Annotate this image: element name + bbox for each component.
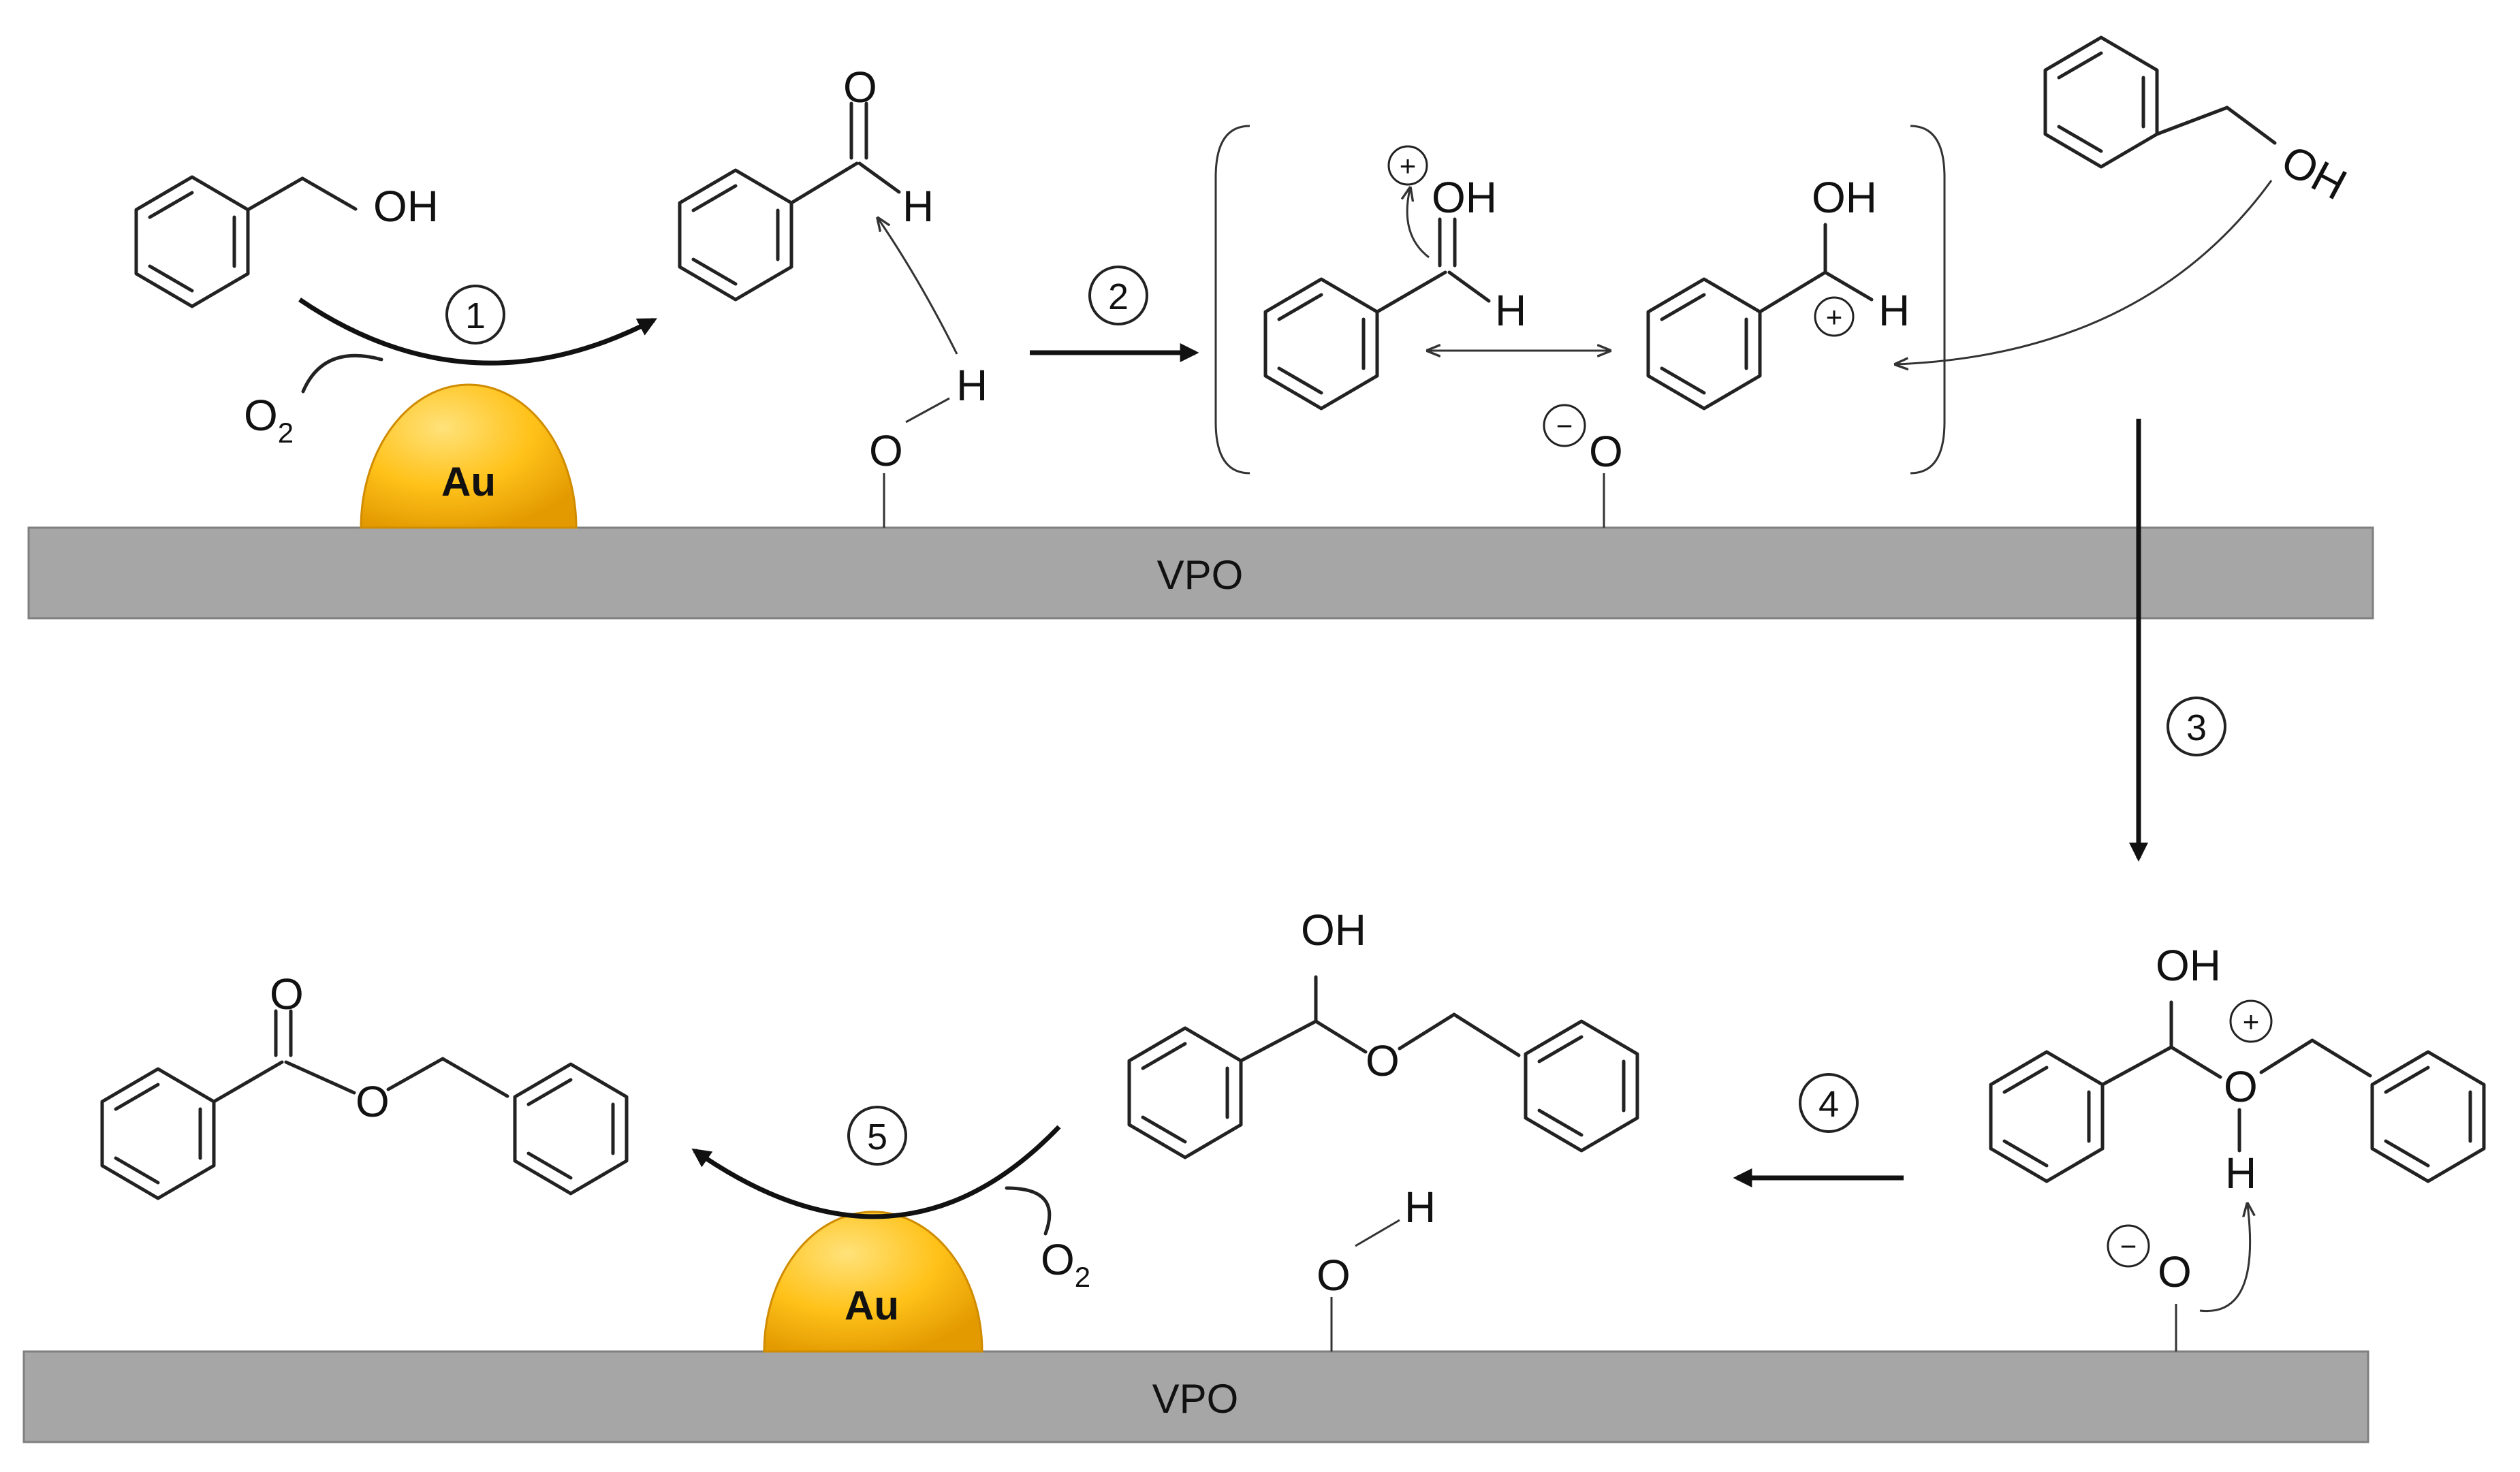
- svg-text:H: H: [2225, 1149, 2256, 1198]
- vpo-label-top: VPO: [1157, 552, 1244, 598]
- step3-number: 3: [2186, 707, 2207, 748]
- protonated-hemiacetal: OH O + H: [1991, 941, 2484, 1198]
- svg-text:+: +: [1400, 150, 1417, 182]
- svg-text:+: +: [2243, 1006, 2260, 1038]
- step2-number: 2: [1108, 276, 1129, 317]
- surface-oxide-top: O −: [1543, 404, 1623, 528]
- svg-text:H: H: [902, 182, 934, 231]
- step1-number: 1: [465, 295, 486, 336]
- protonated-benzaldehyde: OH H +: [1265, 145, 1526, 409]
- benzaldehyde: O H: [680, 63, 934, 300]
- svg-text:Au: Au: [441, 459, 496, 505]
- svg-text:O: O: [356, 1077, 390, 1126]
- svg-text:H: H: [1404, 1183, 1436, 1232]
- svg-text:O: O: [1589, 427, 1623, 476]
- svg-text:O: O: [270, 970, 304, 1019]
- svg-text:O: O: [1366, 1036, 1400, 1085]
- svg-text:O: O: [843, 63, 877, 112]
- vpo-label-bottom: VPO: [1152, 1376, 1239, 1422]
- svg-text:O: O: [2158, 1247, 2192, 1296]
- surface-hydroxyl-top: O H: [869, 219, 988, 528]
- step4-number: 4: [1818, 1084, 1839, 1125]
- svg-text:H: H: [956, 361, 988, 410]
- svg-text:OH: OH: [373, 182, 439, 231]
- svg-text:+: +: [1826, 301, 1843, 333]
- svg-text:O: O: [869, 426, 903, 475]
- step5-number: 5: [867, 1117, 887, 1157]
- step5-curved-arrow: [691, 1125, 1061, 1219]
- benzyl-benzoate: O O: [102, 970, 627, 1198]
- svg-text:−: −: [1556, 410, 1573, 442]
- svg-text:H: H: [1495, 286, 1526, 335]
- svg-text:Au: Au: [845, 1283, 899, 1328]
- svg-text:OH: OH: [1301, 906, 1366, 955]
- oxygen-bottom: O2: [1041, 1235, 1090, 1293]
- svg-text:OH: OH: [2273, 135, 2354, 210]
- vpo-support-top: [27, 526, 2374, 620]
- carbocation: OH H +: [1648, 173, 1910, 409]
- svg-text:O: O: [1317, 1251, 1351, 1300]
- benzyl-alcohol-top-right: OH: [1897, 37, 2354, 364]
- hemiacetal: OH O: [1129, 906, 1637, 1157]
- svg-text:OH: OH: [1812, 173, 1877, 222]
- svg-text:OH: OH: [1432, 173, 1497, 222]
- surface-hydroxyl-bottom: O H: [1317, 1183, 1436, 1351]
- oxygen-top: O2: [244, 391, 294, 449]
- step1-curved-arrow: [298, 298, 657, 366]
- benzyl-alcohol-top-left: OH: [136, 177, 439, 306]
- surface-oxide-bottom: O −: [2107, 1205, 2250, 1351]
- svg-text:−: −: [2120, 1230, 2137, 1262]
- bottom-panel: VPO Au 5 O2 O O: [22, 906, 2484, 1443]
- vpo-support-bottom: [22, 1350, 2369, 1443]
- svg-text:OH: OH: [2156, 941, 2221, 990]
- gold-nanoparticle-top: Au: [360, 383, 578, 529]
- top-panel: VPO Au OH 1 O2 O H: [27, 37, 2374, 620]
- svg-text:O: O: [2224, 1062, 2258, 1111]
- svg-text:H: H: [1878, 286, 1910, 335]
- gold-nanoparticle-bottom: Au: [763, 1211, 983, 1353]
